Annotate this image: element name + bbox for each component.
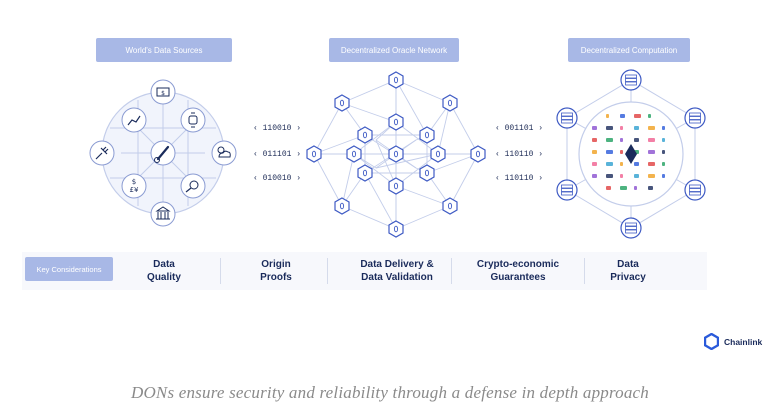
divider (584, 258, 585, 284)
chainlink-logo: Chainlink (704, 333, 762, 350)
ecosystem-logo-icon (620, 126, 623, 130)
sports-icon (180, 173, 206, 199)
ethereum-icon (625, 144, 637, 164)
oracle-node-icon (470, 145, 486, 163)
ecosystem-logo-icon (620, 186, 627, 190)
consideration-data-privacy: Data Privacy (610, 259, 646, 283)
ecosystem-logo-icon (606, 150, 613, 154)
ecosystem-logo-icon (662, 138, 665, 142)
svg-text:$: $ (132, 178, 136, 186)
server-icon (620, 69, 642, 91)
watch-icon (180, 107, 206, 133)
oracle-node-icon (357, 164, 373, 182)
oracle-node-icon (419, 126, 435, 144)
oracle-node-icon (419, 164, 435, 182)
ecosystem-logo-icon (634, 126, 639, 130)
oracle-node-icon (388, 220, 404, 238)
ecosystem-logo-icon (606, 174, 613, 178)
oracle-node-icon (388, 145, 404, 163)
ecosystem-logo-icon (662, 162, 665, 166)
thermometer-icon (150, 140, 176, 166)
ecosystem-logo-icon (592, 126, 597, 130)
ecosystem-logo-icon (648, 114, 651, 118)
ecosystem-logo-icon (606, 186, 611, 190)
oracle-node-icon (346, 145, 362, 163)
currency-icon: $ £¥ (121, 173, 147, 199)
ecosystem-logo-icon (592, 138, 597, 142)
divider (220, 258, 221, 284)
bitstream-left-1: ‹ 110010 › (253, 124, 302, 133)
ecosystem-logo-icon (648, 186, 653, 190)
chainlink-hexagon-icon (704, 333, 719, 350)
ecosystem-logo-icon (648, 150, 655, 154)
ecosystem-logo-icon (648, 162, 655, 166)
oracle-node-icon (430, 145, 446, 163)
money-icon: $ (150, 79, 176, 105)
oracle-node-icon (442, 197, 458, 215)
svg-text:$: $ (161, 90, 165, 97)
ecosystem-logo-icon (648, 174, 655, 178)
ecosystem-logo-icon (620, 138, 623, 142)
key-considerations-bar (22, 252, 707, 290)
ecosystem-logo-icon (606, 162, 613, 166)
oracle-node-icon (357, 126, 373, 144)
computation-ecosystem-logos (592, 114, 665, 190)
ecosystem-logo-icon (620, 114, 625, 118)
oracle-node-icon (306, 145, 322, 163)
ecosystem-logo-icon (648, 126, 655, 130)
ecosystem-logo-icon (606, 138, 613, 142)
caption: DONs ensure security and reliability thr… (130, 383, 650, 402)
ecosystem-logo-icon (634, 138, 639, 142)
consideration-crypto-economic-guarantees: Crypto-economic Guarantees (476, 259, 560, 283)
server-icon (620, 217, 642, 239)
divider (327, 258, 328, 284)
bitstream-left-2: ‹ 011101 › (253, 150, 302, 159)
ecosystem-logo-icon (634, 162, 639, 166)
ecosystem-logo-icon (634, 114, 641, 118)
ecosystem-logo-icon (662, 126, 665, 130)
bank-icon (150, 201, 176, 227)
ecosystem-logo-icon (620, 174, 623, 178)
header-world-data-sources: World's Data Sources (96, 38, 232, 62)
ecosystem-logo-icon (606, 114, 609, 118)
ecosystem-logo-icon (662, 174, 665, 178)
ecosystem-logo-icon (606, 126, 613, 130)
bitstream-right-3: ‹ 110110 › (495, 174, 544, 183)
brand-name: Chainlink (724, 336, 763, 347)
ecosystem-logo-icon (592, 150, 597, 154)
consideration-data-quality: Data Quality (147, 259, 181, 283)
network-diagram: $ $ £¥ (89, 69, 706, 239)
plug-icon (89, 140, 115, 166)
ecosystem-logo-icon (620, 150, 623, 154)
divider (451, 258, 452, 284)
oracle-node-icon (388, 71, 404, 89)
server-icon (684, 107, 706, 129)
oracle-node-icon (388, 177, 404, 195)
oracle-node-icon (334, 197, 350, 215)
weather-icon (211, 140, 237, 166)
ecosystem-logo-icon (592, 174, 597, 178)
server-icon (556, 179, 578, 201)
ecosystem-logo-icon (662, 150, 665, 154)
oracle-node-icon (388, 113, 404, 131)
svg-text:£¥: £¥ (130, 186, 139, 194)
oracle-node-icon (442, 94, 458, 112)
bitstream-left-3: ‹ 010010 › (253, 174, 302, 183)
ecosystem-logo-icon (634, 186, 637, 190)
bitstream-right-2: ‹ 110110 › (495, 150, 544, 159)
key-considerations-label: Key Considerations (25, 257, 113, 281)
oracle-node-icon (334, 94, 350, 112)
header-decentralized-oracle-network: Decentralized Oracle Network (329, 38, 459, 62)
server-icon (556, 107, 578, 129)
ecosystem-logo-icon (634, 174, 639, 178)
consideration-origin-proofs: Origin Proofs (260, 259, 292, 283)
server-icon (684, 179, 706, 201)
bitstream-right-1: ‹ 001101 › (495, 124, 544, 133)
chart-icon (121, 107, 147, 133)
ecosystem-logo-icon (648, 138, 655, 142)
header-decentralized-computation: Decentralized Computation (568, 38, 690, 62)
ecosystem-logo-icon (592, 162, 597, 166)
consideration-data-delivery-validation: Data Delivery & Data Validation (360, 259, 434, 283)
ecosystem-logo-icon (620, 162, 623, 166)
